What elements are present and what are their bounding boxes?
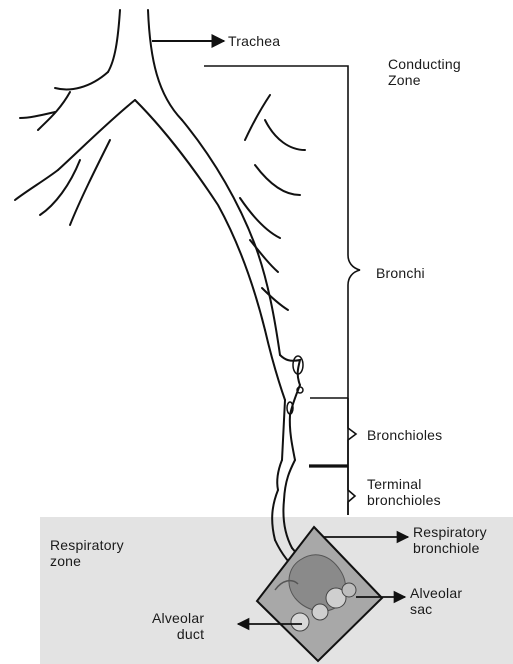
conducting-zone-label: Conducting Zone bbox=[388, 56, 461, 88]
respiratory-bronchiole-line1: Respiratory bbox=[413, 524, 487, 540]
respiratory-zone-line1: Respiratory bbox=[50, 537, 124, 553]
alveolar-sac-label: Alveolar sac bbox=[410, 585, 462, 617]
alveolar-duct-label: Alveolar duct bbox=[152, 610, 204, 642]
bronchioles-bracket bbox=[309, 398, 356, 466]
bronchi-text: Bronchi bbox=[376, 265, 425, 281]
bronchioles-text: Bronchioles bbox=[367, 427, 442, 443]
alveolar-duct-line1: Alveolar bbox=[152, 610, 204, 626]
alveolar-sac-line1: Alveolar bbox=[410, 585, 462, 601]
respiratory-zone-label: Respiratory zone bbox=[50, 537, 124, 569]
trachea-text: Trachea bbox=[228, 33, 280, 49]
respiratory-bronchiole-line2: bronchiole bbox=[413, 540, 487, 556]
alveolar-sac-line2: sac bbox=[410, 601, 462, 617]
airway-tree bbox=[15, 10, 320, 572]
terminal-bronchioles-bracket bbox=[348, 466, 355, 515]
respiratory-bronchiole-label: Respiratory bronchiole bbox=[413, 524, 487, 556]
bronchi-label: Bronchi bbox=[376, 265, 425, 281]
alveolar-duct-line2: duct bbox=[152, 626, 204, 642]
conducting-zone-line1: Conducting bbox=[388, 56, 461, 72]
respiratory-zone-line2: zone bbox=[50, 553, 124, 569]
terminal-bronchioles-line2: bronchioles bbox=[367, 492, 441, 508]
conducting-zone-line2: Zone bbox=[388, 72, 461, 88]
terminal-bronchioles-label: Terminal bronchioles bbox=[367, 476, 441, 508]
trachea-label: Trachea bbox=[228, 33, 280, 49]
terminal-bronchioles-line1: Terminal bbox=[367, 476, 441, 492]
bronchioles-label: Bronchioles bbox=[367, 427, 442, 443]
